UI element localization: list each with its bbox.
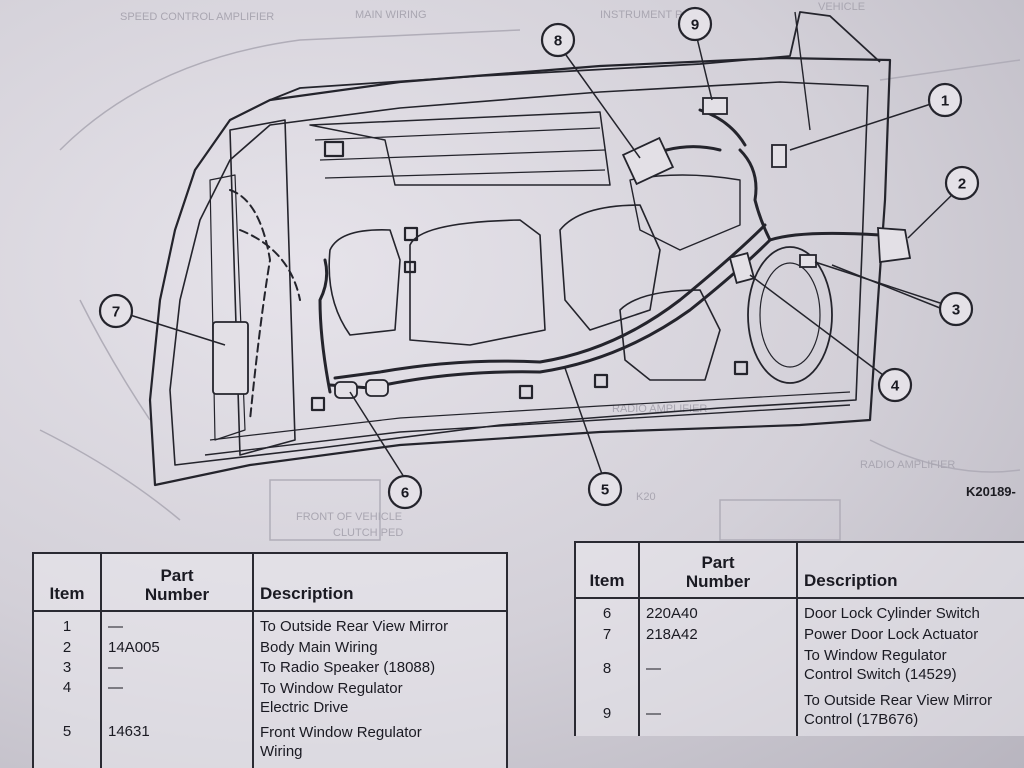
row-item: 3: [32, 659, 102, 679]
table-row: 9 — To Outside Rear View Mirror Control …: [574, 691, 1024, 736]
table-row: 4 — To Window Regulator Electric Drive: [32, 678, 508, 724]
row-description: Door Lock Cylinder Switch: [796, 598, 1024, 627]
row-item: 4: [32, 678, 102, 724]
row-description: To Window Regulator Control Switch (1452…: [796, 646, 1024, 692]
bg-label-speed-control: SPEED CONTROL AMPLIFIER: [120, 11, 274, 23]
table-row: 1 — To Outside Rear View Mirror: [32, 611, 508, 640]
callout-2: [944, 165, 980, 201]
callout-label-8: 8: [554, 33, 562, 50]
row-part-number: 220A40: [638, 598, 798, 627]
table-row: 3 — To Radio Speaker (18088): [32, 659, 508, 679]
row-part-number: —: [638, 691, 798, 736]
mirror-control-connector: [702, 97, 728, 115]
bg-label-k20: K20: [636, 491, 656, 503]
body-main-wiring-plug: [877, 227, 912, 264]
door-wiring-diagram: RADIO AMPLIFIER FRONT OF VEHICLE CLUTCH …: [39, 1, 1021, 541]
row-item: 7: [574, 626, 640, 647]
door-lock-cylinder-switch-a: [334, 381, 358, 399]
callout-label-1: 1: [941, 93, 949, 110]
row-item: 5: [32, 723, 102, 768]
window-regulator-connector: [728, 252, 756, 284]
parts-table-right: Item Part Number Description 6 220A40 Do…: [574, 541, 1024, 736]
callout-label-2: 2: [958, 176, 966, 193]
callout-5: [587, 471, 623, 507]
speaker-connector: [799, 254, 817, 268]
callout-1: [927, 82, 963, 118]
bg-label-clutch: CLUTCH PED: [333, 527, 403, 539]
faint-background-drawing: [39, 29, 1021, 541]
bg-label-main-wiring: MAIN WIRING: [355, 9, 427, 21]
window-control-switch-connector: [621, 136, 675, 186]
header-part-number: Part Number: [100, 552, 254, 612]
header-description: Description: [252, 552, 508, 612]
row-part-number: 218A42: [638, 626, 798, 647]
row-description: Front Window Regulator Wiring: [252, 723, 508, 768]
bg-label-radio-amp: RADIO AMPLIFIER: [612, 403, 707, 415]
door-lock-cylinder-switch-b: [365, 379, 389, 397]
row-description: To Window Regulator Electric Drive: [252, 678, 508, 724]
callout-7: [98, 293, 134, 329]
row-item: 6: [574, 598, 640, 627]
callout-label-4: 4: [891, 378, 900, 395]
header-item: Item: [32, 552, 102, 612]
callout-6: [387, 474, 423, 510]
bg-label-vehicle: VEHICLE: [818, 1, 865, 13]
table-row: 6 220A40 Door Lock Cylinder Switch: [574, 598, 1024, 627]
callout-label-5: 5: [601, 482, 609, 499]
table-row: 7 218A42 Power Door Lock Actuator: [574, 626, 1024, 647]
mirror-connector: [771, 144, 787, 168]
callout-9: [677, 6, 713, 42]
row-item: 8: [574, 646, 640, 692]
header-part-number: Part Number: [638, 541, 798, 599]
row-part-number: —: [100, 611, 254, 640]
table-row: 8 — To Window Regulator Control Switch (…: [574, 646, 1024, 692]
row-part-number: —: [638, 646, 798, 692]
callout-label-6: 6: [401, 485, 409, 502]
row-part-number: 14A005: [100, 639, 254, 660]
row-description: To Outside Rear View Mirror Control (17B…: [796, 691, 1024, 736]
callout-markers: [98, 6, 980, 510]
row-description: Power Door Lock Actuator: [796, 626, 1024, 647]
door-outline: [148, 11, 892, 487]
door-lock-actuator: [212, 321, 249, 395]
callout-4: [877, 367, 913, 403]
row-part-number: —: [100, 678, 254, 724]
callout-8: [540, 22, 576, 58]
figure-id: K20189-: [966, 484, 1016, 499]
row-part-number: —: [100, 659, 254, 679]
row-part-number: 14631: [100, 723, 254, 768]
table-row: 2 14A005 Body Main Wiring: [32, 639, 508, 660]
row-item: 2: [32, 639, 102, 660]
components: [212, 97, 912, 399]
leader-lines: [129, 37, 959, 478]
row-description: To Radio Speaker (18088): [252, 659, 508, 679]
bg-label-front: FRONT OF VEHICLE: [296, 511, 402, 523]
row-description: Body Main Wiring: [252, 639, 508, 660]
callout-label-3: 3: [952, 302, 960, 319]
row-item: 1: [32, 611, 102, 640]
header-description: Description: [796, 541, 1024, 599]
bg-label-radio-amp-2: RADIO AMPLIFIER: [860, 459, 955, 471]
callout-label-9: 9: [691, 17, 699, 34]
parts-table-left: Item Part Number Description 1 — To Outs…: [32, 552, 508, 768]
row-item: 9: [574, 691, 640, 736]
row-description: To Outside Rear View Mirror: [252, 611, 508, 640]
table-row: 5 14631 Front Window Regulator Wiring: [32, 723, 508, 768]
header-item: Item: [574, 541, 640, 599]
callout-label-7: 7: [112, 304, 120, 321]
callout-3: [938, 291, 974, 327]
